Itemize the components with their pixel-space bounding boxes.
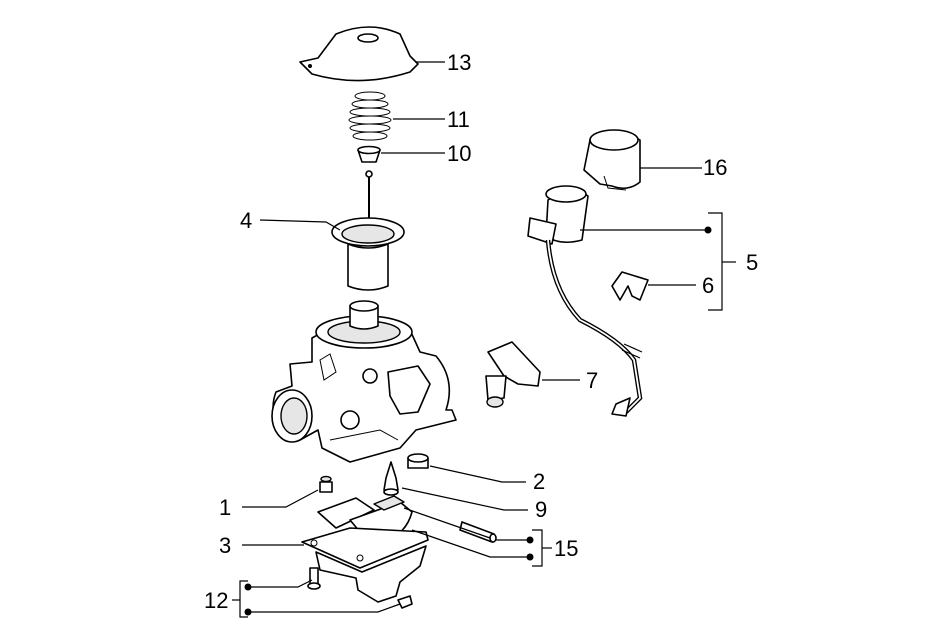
callout-16: 16 bbox=[703, 155, 727, 180]
part-9-needle-valve bbox=[383, 461, 399, 496]
callout-6: 6 bbox=[702, 273, 714, 298]
leader-lines bbox=[232, 61, 736, 618]
part-11-spring bbox=[348, 91, 392, 141]
part-7-starter bbox=[485, 341, 541, 408]
part-6-clip bbox=[611, 271, 649, 301]
callout-7: 7 bbox=[586, 368, 598, 393]
part-2-jet bbox=[407, 453, 429, 469]
callout-1: 1 bbox=[219, 495, 231, 520]
callout-5: 5 bbox=[746, 250, 758, 275]
part-10-spring-seat bbox=[357, 145, 381, 163]
part-3-float-bowl bbox=[301, 527, 429, 603]
callout-4: 4 bbox=[240, 208, 252, 233]
part-4-slide bbox=[331, 170, 405, 291]
callout-3: 3 bbox=[219, 533, 231, 558]
callout-9: 9 bbox=[535, 497, 547, 522]
callout-15: 15 bbox=[554, 536, 578, 561]
carburetor-body bbox=[271, 300, 457, 463]
callout-13: 13 bbox=[447, 50, 471, 75]
callout-12: 12 bbox=[204, 588, 228, 613]
part-5-choke-cable bbox=[527, 185, 643, 417]
part-16-cap bbox=[583, 129, 641, 191]
part-13-cover bbox=[299, 26, 419, 82]
callout-11: 11 bbox=[447, 107, 470, 132]
part-1-jet bbox=[319, 475, 333, 493]
callout-10: 10 bbox=[447, 141, 471, 166]
callout-2: 2 bbox=[533, 469, 545, 494]
